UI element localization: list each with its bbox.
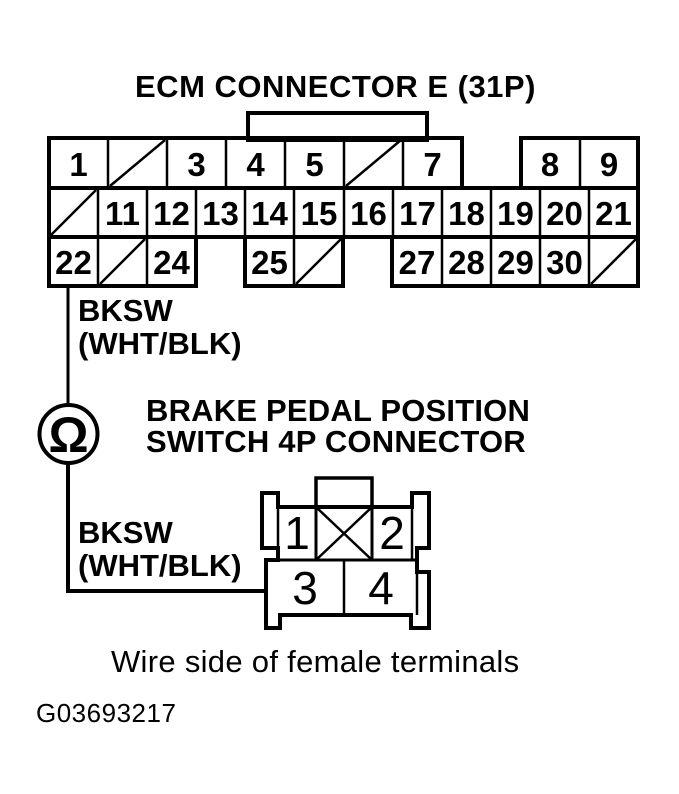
switch-pin: 3 <box>292 562 318 614</box>
wire-name: BKSW <box>78 515 173 550</box>
ecm-top-tab <box>246 111 429 142</box>
wire-color: (WHT/BLK) <box>78 326 242 361</box>
ecm-pin: 25 <box>251 244 288 281</box>
blocked-cell-slash <box>50 189 97 236</box>
switch-connector-title: BRAKE PEDAL POSITION SWITCH 4P CONNECTOR <box>146 395 530 457</box>
ecm-pin: 13 <box>202 195 239 232</box>
ecm-pin: 7 <box>423 146 441 183</box>
ecm-pin: 1 <box>69 146 87 183</box>
ecm-pin: 11 <box>105 195 140 232</box>
ecm-pin: 12 <box>153 195 190 232</box>
switch-title-line2: SWITCH 4P CONNECTOR <box>146 424 526 459</box>
ecm-pin: 18 <box>448 195 485 232</box>
blocked-cell-slash <box>295 238 342 285</box>
switch-pin: 4 <box>368 562 394 614</box>
ecm-pin: 3 <box>187 146 205 183</box>
ohm-symbol: Ω <box>48 407 88 463</box>
blocked-cell-slash <box>345 139 402 187</box>
ecm-pin: 21 <box>595 195 632 232</box>
ecm-pin: 8 <box>541 146 559 183</box>
ohmmeter-icon <box>37 403 100 465</box>
keyway-crossed-cell <box>314 505 374 562</box>
ecm-pin: 19 <box>497 195 534 232</box>
ecm-pin: 14 <box>251 195 288 232</box>
ecm-pin-numbers: 1 3 4 5 7 8 9 11 12 13 14 15 16 17 18 19… <box>55 146 632 281</box>
wire-label-upper: BKSW (WHT/BLK) <box>78 294 242 360</box>
switch-title-line1: BRAKE PEDAL POSITION <box>146 393 531 428</box>
ecm-pin: 24 <box>153 244 190 281</box>
ecm-pin: 5 <box>305 146 323 183</box>
switch-pin-numbers: 1 2 3 4 <box>284 507 405 614</box>
switch-pin: 1 <box>284 507 310 559</box>
wire-color: (WHT/BLK) <box>78 548 242 583</box>
switch-connector-diagram <box>260 476 431 630</box>
switch-pin: 2 <box>379 507 405 559</box>
ecm-connector-title: ECM CONNECTOR E (31P) <box>135 69 536 104</box>
blocked-cell-slash <box>99 238 146 285</box>
bksw-wire <box>37 286 266 593</box>
ecm-pin: 28 <box>448 244 485 281</box>
terminal-view-caption: Wire side of female terminals <box>111 644 520 679</box>
blocked-cell-slash <box>109 139 166 187</box>
ecm-pin: 22 <box>55 244 92 281</box>
switch-top-tab <box>314 476 374 509</box>
ecm-pin: 29 <box>497 244 534 281</box>
ecm-pin: 9 <box>600 146 618 183</box>
wire-label-lower: BKSW (WHT/BLK) <box>78 516 242 582</box>
ecm-pin: 30 <box>546 244 583 281</box>
wire-name: BKSW <box>78 293 173 328</box>
ecm-connector-diagram <box>47 111 640 288</box>
blocked-cell-slash <box>590 238 637 285</box>
ecm-pin: 27 <box>399 244 436 281</box>
ecm-pin: 16 <box>350 195 387 232</box>
ecm-pin: 20 <box>546 195 583 232</box>
ecm-pin: 15 <box>301 195 338 232</box>
wire-to-switch <box>66 463 266 593</box>
ecm-pin: 4 <box>246 146 265 183</box>
ecm-pin: 17 <box>399 195 436 232</box>
figure-id: G03693217 <box>36 698 177 728</box>
